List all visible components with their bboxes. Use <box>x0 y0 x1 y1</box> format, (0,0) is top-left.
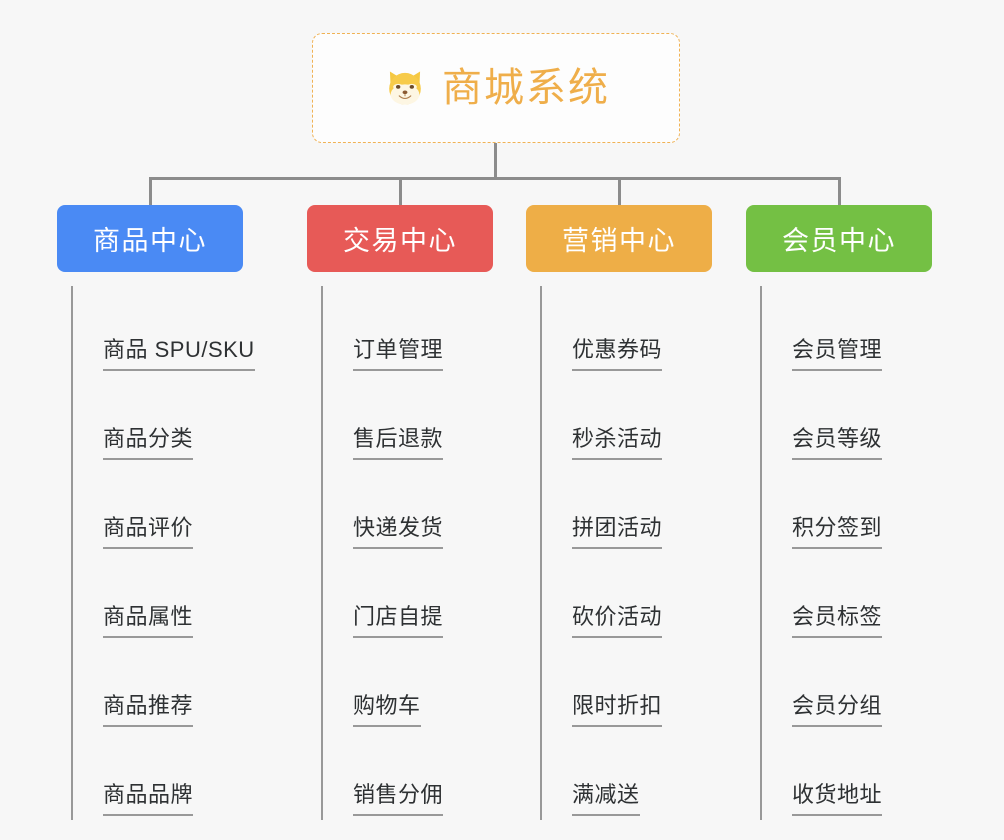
list-item[interactable]: 会员等级 <box>762 375 932 464</box>
list-item[interactable]: 满减送 <box>542 731 712 820</box>
leaf-label: 快递发货 <box>353 515 444 549</box>
leaf-label: 限时折扣 <box>572 693 663 727</box>
list-item[interactable]: 收货地址 <box>762 731 932 820</box>
category-column-trade-center: 交易中心 订单管理 售后退款 快递发货 门店自提 购物车 销售分佣 <box>307 205 493 820</box>
connector-drop-marketing-center <box>618 177 621 207</box>
leaf-label: 优惠券码 <box>572 337 663 371</box>
category-header-marketing-center[interactable]: 营销中心 <box>526 205 712 272</box>
list-item[interactable]: 购物车 <box>323 642 493 731</box>
list-item[interactable]: 门店自提 <box>323 553 493 642</box>
category-header-label: 营销中心 <box>562 226 676 256</box>
leaf-label: 购物车 <box>353 693 421 727</box>
leaf-list-member-center: 会员管理 会员等级 积分签到 会员标签 会员分组 收货地址 <box>760 286 932 820</box>
leaf-label: 会员标签 <box>792 604 883 638</box>
leaf-label: 订单管理 <box>353 337 444 371</box>
list-item[interactable]: 销售分佣 <box>323 731 493 820</box>
leaf-label: 秒杀活动 <box>572 426 663 460</box>
list-item[interactable]: 会员标签 <box>762 553 932 642</box>
root-node-title: 商城系统 <box>442 66 610 110</box>
category-column-product-center: 商品中心 商品 SPU/SKU 商品分类 商品评价 商品属性 商品推荐 商品品牌 <box>57 205 255 820</box>
category-header-trade-center[interactable]: 交易中心 <box>307 205 493 272</box>
leaf-label: 会员等级 <box>792 426 883 460</box>
leaf-list-product-center: 商品 SPU/SKU 商品分类 商品评价 商品属性 商品推荐 商品品牌 <box>71 286 255 820</box>
list-item[interactable]: 砍价活动 <box>542 553 712 642</box>
leaf-label: 门店自提 <box>353 604 444 638</box>
list-item[interactable]: 会员管理 <box>762 286 932 375</box>
connector-drop-member-center <box>838 177 841 207</box>
leaf-label: 商品推荐 <box>103 693 194 727</box>
list-item[interactable]: 快递发货 <box>323 464 493 553</box>
list-item[interactable]: 商品分类 <box>73 375 243 464</box>
leaf-label: 商品评价 <box>103 515 194 549</box>
list-item[interactable]: 积分签到 <box>762 464 932 553</box>
leaf-label: 商品属性 <box>103 604 194 638</box>
connector-root-stem <box>494 143 497 179</box>
leaf-label: 积分签到 <box>792 515 883 549</box>
category-header-label: 会员中心 <box>782 226 896 256</box>
list-item[interactable]: 商品评价 <box>73 464 243 553</box>
list-item[interactable]: 限时折扣 <box>542 642 712 731</box>
connector-drop-product-center <box>149 177 152 207</box>
list-item[interactable]: 商品 SPU/SKU <box>73 286 255 375</box>
leaf-label: 收货地址 <box>792 782 883 816</box>
root-node-mall-system[interactable]: 商城系统 <box>312 33 680 143</box>
leaf-label: 会员分组 <box>792 693 883 727</box>
leaf-list-marketing-center: 优惠券码 秒杀活动 拼团活动 砍价活动 限时折扣 满减送 <box>540 286 712 820</box>
category-header-label: 商品中心 <box>93 226 207 256</box>
list-item[interactable]: 商品推荐 <box>73 642 243 731</box>
leaf-label: 商品分类 <box>103 426 194 460</box>
connector-drop-trade-center <box>399 177 402 207</box>
leaf-label: 会员管理 <box>792 337 883 371</box>
list-item[interactable]: 商品品牌 <box>73 731 243 820</box>
leaf-label: 商品品牌 <box>103 782 194 816</box>
leaf-label: 售后退款 <box>353 426 444 460</box>
list-item[interactable]: 售后退款 <box>323 375 493 464</box>
leaf-label: 拼团活动 <box>572 515 663 549</box>
leaf-label: 满减送 <box>572 782 640 816</box>
category-column-marketing-center: 营销中心 优惠券码 秒杀活动 拼团活动 砍价活动 限时折扣 满减送 <box>526 205 712 820</box>
list-item[interactable]: 秒杀活动 <box>542 375 712 464</box>
list-item[interactable]: 订单管理 <box>323 286 493 375</box>
leaf-label: 商品 SPU/SKU <box>103 337 255 371</box>
category-header-product-center[interactable]: 商品中心 <box>57 205 243 272</box>
leaf-list-trade-center: 订单管理 售后退款 快递发货 门店自提 购物车 销售分佣 <box>321 286 493 820</box>
list-item[interactable]: 拼团活动 <box>542 464 712 553</box>
category-header-member-center[interactable]: 会员中心 <box>746 205 932 272</box>
list-item[interactable]: 会员分组 <box>762 642 932 731</box>
category-header-label: 交易中心 <box>343 226 457 256</box>
list-item[interactable]: 商品属性 <box>73 553 243 642</box>
connector-horizontal-bus <box>149 177 840 180</box>
category-column-member-center: 会员中心 会员管理 会员等级 积分签到 会员标签 会员分组 收货地址 <box>746 205 932 820</box>
shiba-dog-face-icon <box>389 71 421 107</box>
leaf-label: 销售分佣 <box>353 782 444 816</box>
leaf-label: 砍价活动 <box>572 604 663 638</box>
list-item[interactable]: 优惠券码 <box>542 286 712 375</box>
